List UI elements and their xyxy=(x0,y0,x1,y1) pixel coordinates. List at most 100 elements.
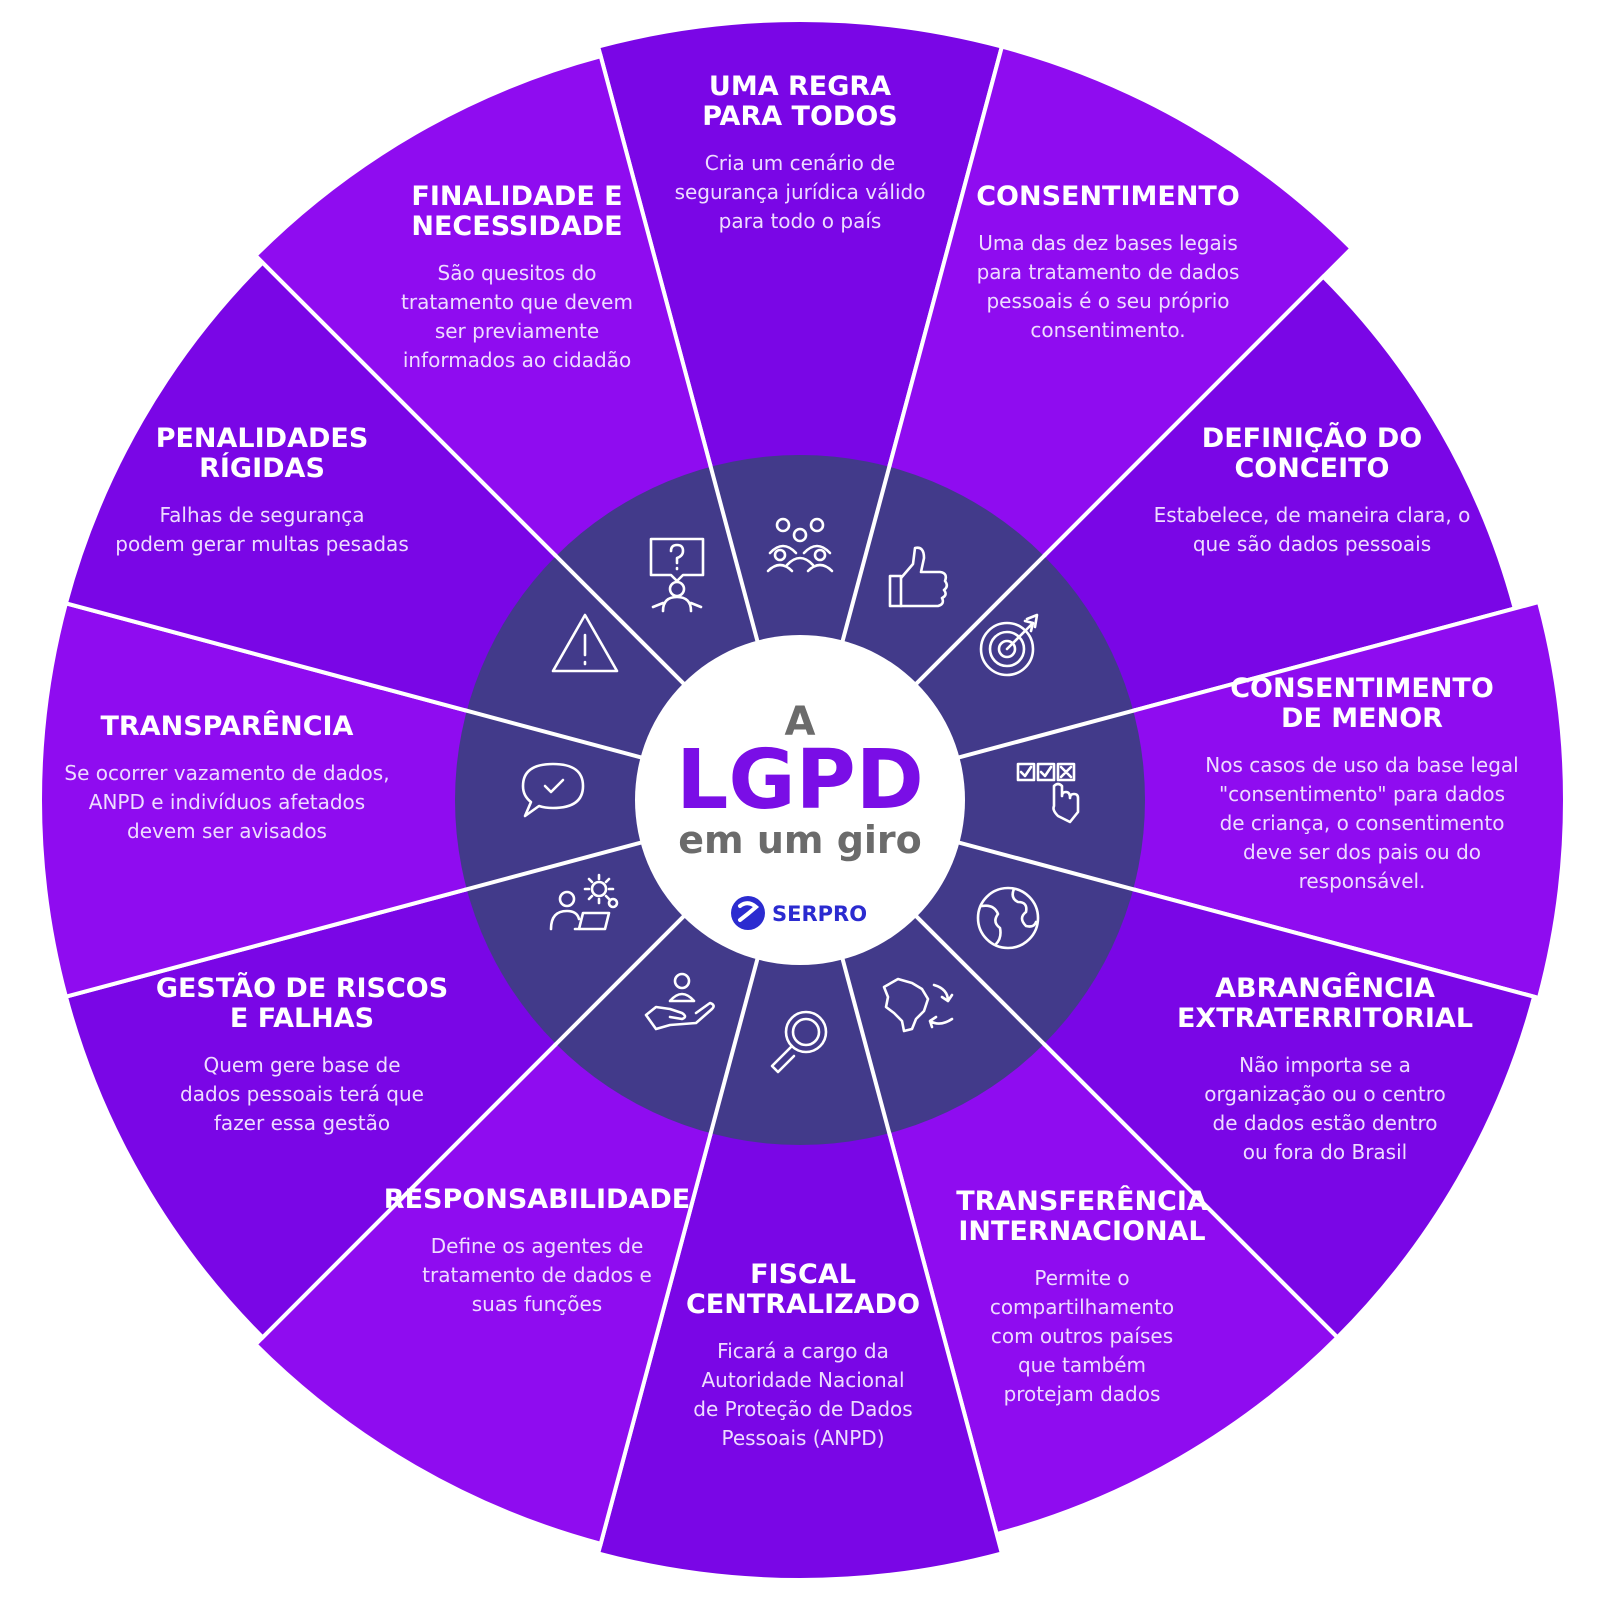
segment-description-line: fazer essa gestão xyxy=(214,1111,390,1135)
segment-description-line: Não importa se a xyxy=(1239,1053,1411,1077)
segment-title-line: GESTÃO DE RISCOS xyxy=(156,972,448,1004)
segment-description-line: protejam dados xyxy=(1004,1382,1161,1406)
segment-description-line: Estabelece, de maneira clara, o xyxy=(1154,503,1471,527)
segment-title-line: CENTRALIZADO xyxy=(686,1289,920,1320)
segment-description-line: Nos casos de uso da base legal xyxy=(1205,753,1518,777)
segment-description-line: Define os agentes de xyxy=(431,1234,644,1258)
segment-title-line: INTERNACIONAL xyxy=(958,1216,1205,1247)
segment-title-line: ABRANGÊNCIA xyxy=(1215,972,1435,1004)
segment-description-line: deve ser dos pais ou do xyxy=(1243,840,1481,864)
center-circle xyxy=(635,635,965,965)
center-line-a: A xyxy=(785,699,816,745)
segment-4-wedge xyxy=(792,599,1567,1001)
segment-description-line: Falhas de segurança xyxy=(159,503,364,527)
hand-person-icon xyxy=(644,972,715,1031)
segment-title-line: EXTRATERRITORIAL xyxy=(1177,1003,1473,1034)
segment-description-line: ANPD e indivíduos afetados xyxy=(89,790,365,814)
segment-description-line: pessoais é o seu próprio xyxy=(986,289,1229,313)
segment-title-line: DEFINIÇÃO DO xyxy=(1202,422,1422,454)
question-presenter-icon xyxy=(649,537,705,613)
segment-description-line: tratamento de dados e xyxy=(422,1263,652,1287)
segment-10-label: TRANSPARÊNCIA Se ocorrer vazamento de dad… xyxy=(64,710,389,843)
magnifier-icon xyxy=(770,1010,828,1074)
segment-description-line: ser previamente xyxy=(435,319,599,343)
segment-description-line: responsável. xyxy=(1299,869,1426,893)
segment-description-line: que são dados pessoais xyxy=(1193,532,1431,556)
segment-description-line: consentimento. xyxy=(1030,318,1185,342)
segment-title-line: E FALHAS xyxy=(230,1003,374,1034)
serpro-logo: SERPRO xyxy=(731,896,867,930)
segment-description-line: compartilhamento xyxy=(990,1295,1174,1319)
segment-title-line: TRANSPARÊNCIA xyxy=(101,710,354,742)
segment-description-line: organização ou o centro xyxy=(1204,1082,1446,1106)
segment-title-line: UMA REGRA xyxy=(709,71,891,102)
person-gear-laptop-icon xyxy=(549,873,619,931)
center-subtitle: em um giro xyxy=(678,818,922,862)
segment-title-line: PENALIDADES xyxy=(156,423,369,454)
segment-title-line: CONSENTIMENTO xyxy=(1230,673,1494,704)
segment-description-line: devem ser avisados xyxy=(127,819,327,843)
segment-title-line: CONSENTIMENTO xyxy=(976,181,1240,212)
segment-description-line: de criança, o consentimento xyxy=(1220,811,1505,835)
segment-description-line: Quem gere base de xyxy=(203,1053,400,1077)
segment-description-line: tratamento que devem xyxy=(401,290,633,314)
segment-2-label: CONSENTIMENTO Uma das dez bases legais par… xyxy=(976,181,1240,342)
segment-description-line: suas funções xyxy=(472,1292,602,1316)
segment-description-line: com outros países xyxy=(991,1324,1173,1348)
serpro-brand-name: SERPRO xyxy=(772,902,867,926)
segment-title-line: RÍGIDAS xyxy=(199,452,325,484)
segment-description-line: podem gerar multas pesadas xyxy=(115,532,408,556)
icons-layer xyxy=(521,517,1080,1074)
segment-description-line: para todo o país xyxy=(719,209,882,233)
chat-check-icon xyxy=(521,762,585,818)
center-badge: A LGPD em um giro SERPRO xyxy=(635,635,965,965)
segment-title-line: CONCEITO xyxy=(1234,453,1389,484)
segment-description-line: Pessoais (ANPD) xyxy=(721,1426,884,1450)
segment-description-line: para tratamento de dados xyxy=(977,260,1240,284)
segment-title-line: PARA TODOS xyxy=(702,101,897,132)
segment-title-line: FINALIDADE E xyxy=(411,181,622,212)
segment-10-wedge xyxy=(38,600,808,1000)
brazil-map-arrows-icon xyxy=(882,977,954,1033)
segment-description-line: segurança jurídica válido xyxy=(675,180,926,204)
segment-description-line: Ficará a cargo da xyxy=(717,1339,889,1363)
segment-8-label: RESPONSABILIDADE Define os agentes de trat… xyxy=(384,1184,690,1316)
globe-icon xyxy=(976,886,1040,950)
warning-icon xyxy=(551,613,619,673)
segment-1-wedge xyxy=(595,18,1005,808)
segment-description-line: de Proteção de Dados xyxy=(693,1397,912,1421)
segment-description-line: Cria um cenário de xyxy=(705,151,895,175)
segment-description-line: ou fora do Brasil xyxy=(1243,1140,1407,1164)
segment-description-line: São quesitos do xyxy=(438,261,597,285)
segment-description-line: informados ao cidadão xyxy=(403,348,631,372)
center-title-lgpd: LGPD xyxy=(676,733,924,828)
segment-title-line: TRANSFERÊNCIA xyxy=(956,1185,1208,1217)
segment-description-line: Se ocorrer vazamento de dados, xyxy=(64,761,389,785)
checkbox-click-icon xyxy=(1016,762,1080,824)
thumbs-up-icon xyxy=(888,546,949,608)
segment-title-line: FISCAL xyxy=(750,1259,856,1290)
segment-title-line: DE MENOR xyxy=(1281,703,1443,734)
segment-description-line: dados pessoais terá que xyxy=(180,1082,424,1106)
segment-description-line: Autoridade Nacional xyxy=(701,1368,904,1392)
segment-description-line: que também xyxy=(1018,1353,1146,1377)
target-icon xyxy=(979,613,1039,677)
segment-description-line: "consentimento" para dados xyxy=(1219,782,1505,806)
people-group-icon xyxy=(766,517,834,573)
segment-7-wedge xyxy=(595,792,1005,1582)
segment-title-line: RESPONSABILIDADE xyxy=(384,1184,690,1215)
segment-description-line: Permite o xyxy=(1034,1266,1129,1290)
segment-title-line: NECESSIDADE xyxy=(411,211,622,242)
segment-description-line: de dados estão dentro xyxy=(1213,1111,1438,1135)
segment-description-line: Uma das dez bases legais xyxy=(978,231,1238,255)
